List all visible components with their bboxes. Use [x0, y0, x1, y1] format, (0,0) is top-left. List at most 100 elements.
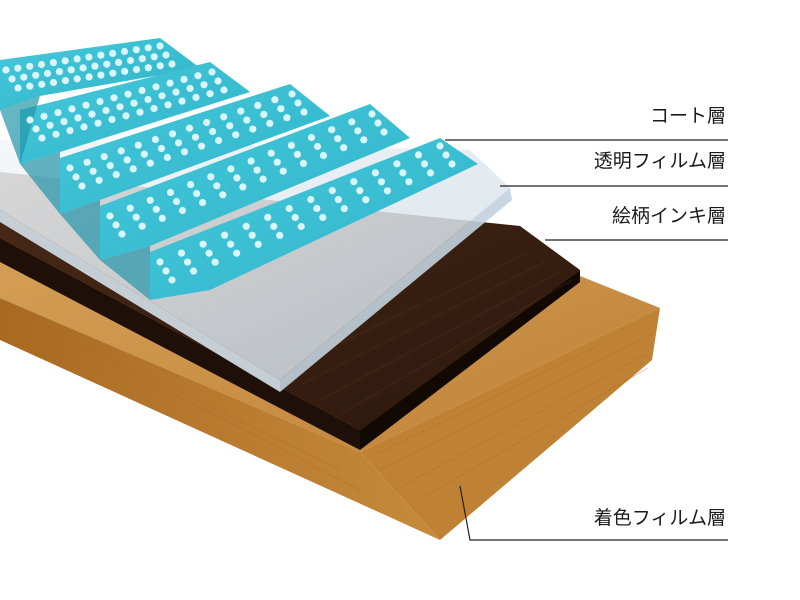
coat-bead — [8, 75, 16, 83]
coat-bead — [164, 101, 172, 109]
coat-bead — [130, 99, 138, 107]
coat-bead — [26, 116, 34, 124]
coat-bead — [350, 178, 358, 186]
coat-bead — [285, 204, 293, 213]
coat-bead — [73, 55, 81, 63]
coat-bead — [152, 205, 160, 213]
coat-bead — [297, 222, 305, 231]
coat-bead — [121, 67, 129, 75]
coat-bead — [138, 86, 146, 95]
coat-bead — [334, 135, 342, 143]
coat-bead — [126, 56, 135, 65]
coat-bead — [103, 60, 111, 68]
coat-bead — [192, 93, 200, 101]
coat-bead — [380, 128, 388, 136]
coat-bead — [197, 142, 206, 150]
coat-bead — [405, 178, 413, 186]
coat-bead — [118, 230, 126, 238]
coat-bead — [183, 258, 192, 266]
coat-bead — [207, 173, 215, 181]
coat-bead — [264, 213, 272, 221]
coat-bead — [288, 90, 296, 98]
coat-bead — [61, 77, 69, 85]
coat-bead — [162, 51, 170, 59]
coat-bead — [168, 130, 177, 138]
coat-bead — [254, 240, 262, 248]
coat-bead — [152, 83, 160, 91]
coat-bead — [276, 231, 284, 239]
film-front-face — [0, 210, 280, 392]
ink-side-face — [360, 270, 580, 450]
coat-bead — [227, 165, 235, 173]
coat-bead — [158, 214, 166, 222]
coat-bead — [55, 68, 64, 76]
coat-bead — [158, 92, 166, 100]
ink-front-face — [0, 238, 360, 450]
coat-bead — [26, 82, 34, 90]
coat-bead — [178, 97, 186, 105]
coat-bead — [67, 66, 75, 74]
coat-bead — [97, 51, 105, 59]
coat-bead — [420, 160, 429, 168]
coat-bead — [32, 71, 40, 79]
coat-bead — [138, 55, 146, 63]
coat-bead — [399, 169, 407, 177]
coat-bead — [100, 153, 108, 161]
coat-bead — [168, 276, 176, 284]
coat-bead — [233, 174, 241, 182]
coat-bead — [180, 75, 188, 83]
coat-bead — [221, 231, 229, 239]
coat-bead — [162, 267, 170, 275]
coat-bead — [220, 86, 228, 94]
coat-bead — [116, 103, 124, 111]
coat-bead — [219, 191, 227, 199]
coat-bead — [227, 240, 235, 248]
coat-bead — [150, 104, 158, 113]
coat-bead — [180, 148, 189, 156]
coat-bead — [43, 69, 52, 78]
coat-bead — [371, 169, 379, 177]
coat-bead — [110, 94, 118, 102]
coat-bead — [40, 112, 48, 120]
wood-front-face — [0, 298, 440, 540]
coat-bead — [279, 167, 287, 175]
coat-bead — [79, 64, 87, 72]
coat-bead — [80, 123, 88, 131]
coat-bead — [213, 182, 221, 190]
coat-bead — [259, 175, 267, 183]
coat-bead — [368, 110, 376, 118]
coat-bead — [136, 108, 144, 116]
coat-bead — [191, 133, 200, 141]
coat-bead — [156, 42, 164, 50]
coat-bead — [267, 149, 275, 157]
coat-bead — [194, 72, 202, 80]
coat-bead — [52, 130, 60, 138]
coat-bead — [73, 75, 81, 83]
coat-bead — [248, 231, 256, 239]
coat-bead — [340, 205, 348, 213]
coat-bead — [200, 81, 208, 89]
coat-bead — [132, 65, 141, 74]
coat-bead — [239, 183, 247, 191]
coat-bead — [157, 144, 165, 153]
coat-bead — [124, 90, 132, 98]
coat-bead — [132, 213, 140, 221]
coat-bead — [185, 124, 194, 132]
coat-bead — [85, 73, 93, 81]
coat-bead — [209, 127, 217, 136]
coat-bead — [123, 156, 131, 164]
coat-bead — [328, 187, 336, 195]
coat-bead — [232, 131, 240, 139]
coat-bead — [360, 136, 368, 144]
coat-bead — [66, 164, 74, 172]
coat-bead — [134, 141, 142, 149]
coat-bead — [146, 196, 154, 204]
coat-bead — [88, 110, 96, 118]
wood-side-face — [360, 308, 660, 540]
coat-bead — [356, 187, 364, 195]
coat-bead — [66, 127, 74, 135]
coat-bead — [215, 136, 223, 145]
coat-bead — [156, 62, 164, 70]
coat-ridge-5 — [150, 138, 478, 300]
